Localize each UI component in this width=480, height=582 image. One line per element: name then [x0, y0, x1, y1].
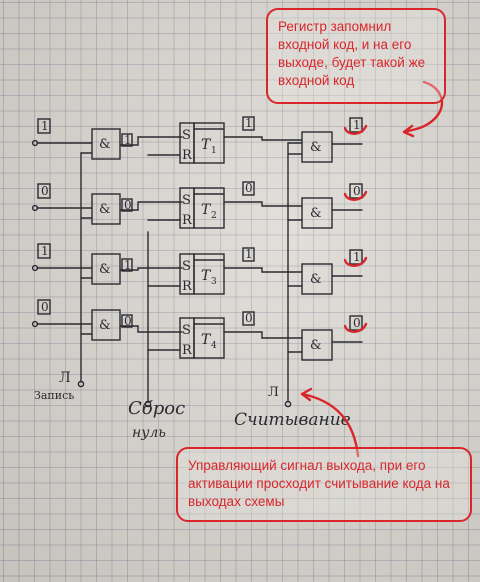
and-gate-label: & [99, 137, 111, 152]
input-and-gate [91, 309, 121, 341]
output-bit-box [349, 117, 363, 133]
output-bit: 0 [353, 316, 361, 330]
write-pulse-symbol: Л [59, 370, 71, 386]
and-gate-label: & [310, 206, 322, 221]
output-bit-highlight [343, 256, 368, 267]
input-bit-box [37, 299, 51, 315]
output-and-gate [301, 131, 333, 163]
trigger-reset-label: R [182, 148, 193, 163]
output-bit-box [349, 249, 363, 265]
trigger-set-label: S [182, 323, 191, 338]
set-wire [119, 267, 183, 271]
trigger-output-wire [223, 267, 303, 273]
trigger-body [193, 253, 225, 295]
output-and-gate [301, 263, 333, 295]
trigger-name: T [201, 332, 212, 348]
trigger-output-wire [223, 201, 303, 207]
trigger-index: 4 [211, 341, 217, 351]
input-and-gate [91, 193, 121, 225]
signal-callout-arrowhead [300, 387, 313, 402]
and-gate-label: & [99, 318, 111, 333]
input-bit-box [37, 243, 51, 259]
output-bit: 0 [353, 184, 361, 198]
write-label: Запись [34, 389, 74, 402]
trigger-body [193, 187, 225, 229]
trigger-name: T [201, 137, 212, 153]
gate-output-bit: 0 [124, 198, 132, 212]
reset-label-line2: нуль [132, 425, 166, 441]
and-gate-label: & [310, 272, 322, 287]
output-bit-box [349, 183, 363, 199]
gate-output-bit: 0 [124, 314, 132, 328]
trigger-reset-label: R [182, 213, 193, 228]
trigger-set-label: S [182, 259, 191, 274]
output-bit: 1 [353, 118, 361, 132]
trigger-output-bit-box [242, 311, 255, 326]
and-gate-label: & [310, 140, 322, 155]
register-callout: Регистр запомнил входной код, и на его в… [266, 8, 446, 104]
read-pulse-symbol: Л [268, 385, 279, 400]
trigger-set-label: S [182, 128, 191, 143]
gate-output-bit: 1 [124, 258, 132, 272]
gate-output-bit-box [121, 133, 133, 147]
trigger-index: 1 [211, 146, 217, 156]
set-wire [119, 325, 183, 333]
trigger-output-bit-box [242, 181, 255, 196]
trigger-output-bit: 0 [245, 181, 253, 195]
set-wire [119, 201, 183, 211]
input-bit: 1 [41, 244, 49, 258]
output-signal-callout: Управляющий сигнал выхода, при его актив… [176, 447, 472, 522]
trigger-body [193, 317, 225, 359]
read-terminal [284, 400, 292, 408]
input-bit: 1 [41, 119, 49, 133]
trigger-output-bit-box [242, 247, 255, 262]
trigger-output-bit: 1 [245, 247, 253, 261]
and-gate-label: & [99, 262, 111, 277]
output-bit-highlight [343, 124, 368, 135]
gate-output-bit-box [121, 314, 133, 328]
trigger-name: T [201, 268, 212, 284]
register-callout-arrowhead [402, 124, 415, 138]
reset-terminal [144, 400, 152, 408]
input-bit-box [37, 183, 51, 199]
output-and-gate [301, 329, 333, 361]
output-bit-box [349, 315, 363, 331]
and-gate-label: & [99, 202, 111, 217]
register-callout-arrow [402, 80, 444, 134]
signal-callout-arrow [300, 392, 360, 458]
gate-output-bit-box [121, 258, 133, 272]
trigger-output-bit: 0 [245, 311, 253, 325]
output-bit: 1 [353, 250, 361, 264]
gate-output-bit-box [121, 198, 133, 212]
output-bit-highlight [343, 322, 368, 333]
input-and-gate [91, 253, 121, 285]
set-wire [119, 136, 183, 146]
output-and-gate [301, 197, 333, 229]
trigger-output-bit: 1 [245, 116, 253, 130]
trigger-output-wire [223, 136, 303, 141]
trigger-name: T [201, 202, 212, 218]
input-bit: 0 [41, 300, 49, 314]
write-terminal [77, 380, 85, 388]
trigger-reset-label: R [182, 279, 193, 294]
trigger-index: 3 [211, 277, 217, 287]
trigger-index: 2 [211, 211, 217, 221]
output-bit-highlight [343, 190, 368, 201]
trigger-reset-label: R [182, 343, 193, 358]
read-label: Считывание [234, 410, 351, 430]
input-and-gate [91, 128, 121, 160]
gate-output-bit: 1 [124, 133, 132, 147]
reset-label-line1: Сброс [128, 398, 185, 419]
and-gate-label: & [310, 338, 322, 353]
input-bit: 0 [41, 184, 49, 198]
input-bit-box [37, 118, 51, 134]
trigger-output-bit-box [242, 116, 255, 131]
trigger-set-label: S [182, 193, 191, 208]
trigger-output-wire [223, 331, 303, 339]
trigger-body [193, 122, 225, 164]
